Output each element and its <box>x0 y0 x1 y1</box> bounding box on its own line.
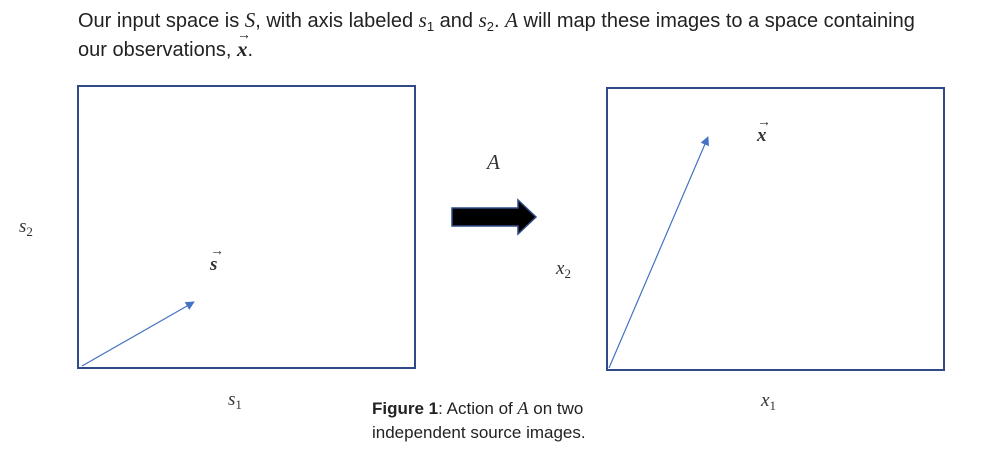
mapping-label: A <box>487 150 500 174</box>
source-vector-arrow <box>81 301 195 367</box>
observation-space-box <box>606 87 945 371</box>
source-y-axis-label: s2 <box>19 216 33 239</box>
intro-text: Our input space is S, with axis labeled … <box>78 6 978 64</box>
mapping-arrow <box>451 198 538 236</box>
caption-line-2: independent source images. <box>372 423 586 442</box>
source-space-box <box>77 85 416 369</box>
intro-line-1: Our input space is S, with axis labeled … <box>78 8 915 34</box>
intro-line-2: our observations, x. <box>78 22 978 64</box>
source-vector-label: s <box>210 242 218 275</box>
observation-y-axis-label: x2 <box>556 258 571 281</box>
source-x-axis-label: s1 <box>228 389 242 412</box>
figure-caption: Figure 1: Action of A on two independent… <box>372 396 652 445</box>
observation-x-axis-label: x1 <box>761 390 776 413</box>
caption-line-1: Figure 1: Action of A on two <box>372 398 584 418</box>
observation-vector-label: x <box>757 113 767 146</box>
observation-vector-arrow <box>608 136 709 369</box>
